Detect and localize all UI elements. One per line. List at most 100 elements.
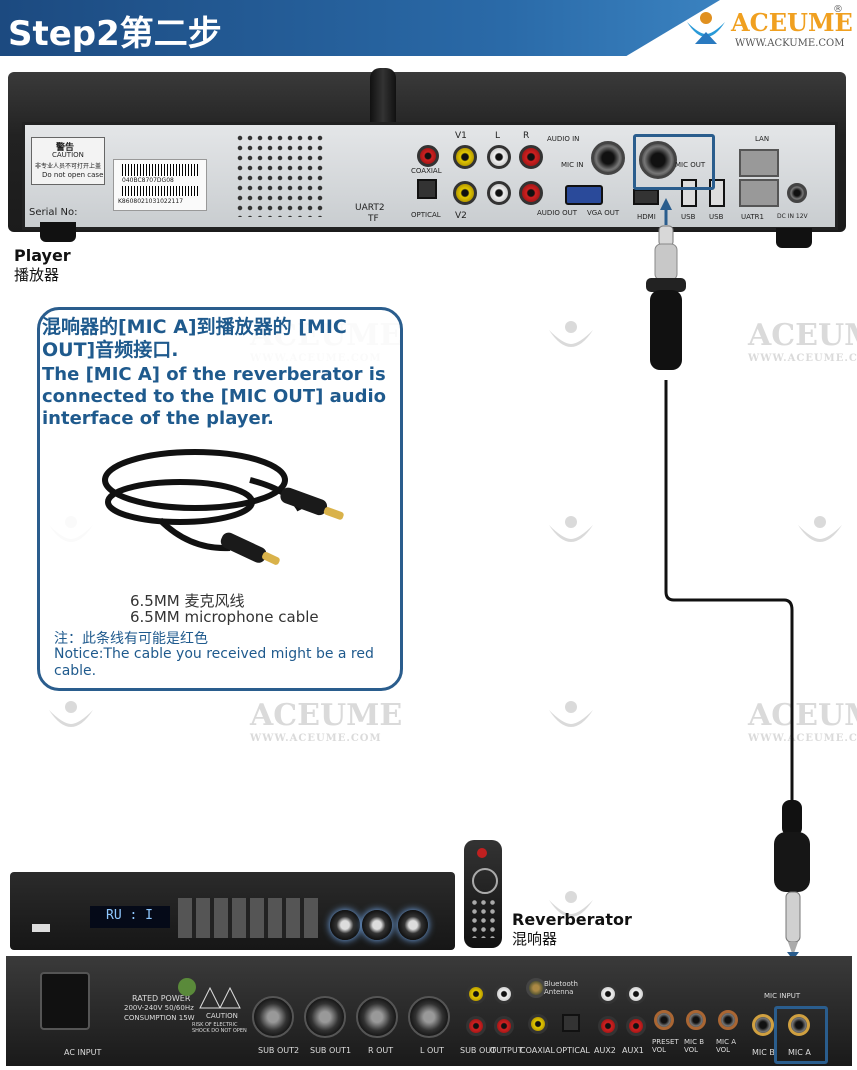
bluetooth-antenna-port	[526, 978, 546, 998]
sub-out-label: SUB OUT	[460, 1046, 497, 1055]
v1-label: V1	[455, 131, 467, 141]
barcode-1-text: 040BC8707DG08	[122, 177, 174, 184]
optical-port	[562, 1014, 580, 1032]
warning-sub-en: Do not open case	[42, 171, 104, 179]
v2-port	[453, 181, 477, 205]
volume-knob-3	[398, 910, 428, 940]
output-r-port	[494, 1016, 514, 1036]
coaxial-label: COAXIAL	[411, 167, 442, 175]
aux2-r-port	[598, 1016, 618, 1036]
mic-out-highlight	[633, 134, 715, 190]
microphone-cable-image	[102, 449, 344, 565]
mic-out-label: MIC OUT	[675, 161, 706, 169]
consumption-label: CONSUMPTION 15W	[124, 1014, 195, 1022]
usb-label-2: USB	[709, 213, 724, 221]
serial-label: Serial No:	[29, 207, 78, 218]
watermark-figure-icon	[798, 516, 842, 542]
player-label-en: Player	[14, 246, 71, 265]
aux2-label: AUX2	[594, 1046, 616, 1055]
instruction-en: The [MIC A] of the reverberator is conne…	[42, 364, 387, 429]
brand-name: ACEUME	[731, 8, 853, 37]
instruction-callout	[37, 307, 403, 691]
player-foot-right	[776, 228, 812, 248]
watermark-figure-icon	[549, 701, 593, 727]
l-label: L	[495, 131, 501, 141]
usb-label-1: USB	[681, 213, 696, 221]
uatr1-port	[739, 179, 779, 207]
hdmi-port	[633, 189, 659, 205]
voltage-label: 200V-240V 50/60Hz	[124, 1004, 194, 1012]
sub-out1-jack	[304, 996, 346, 1038]
mic-a-vol-label: MIC A VOL	[716, 1038, 737, 1054]
mic-b-vol-knob	[686, 1010, 706, 1030]
aux2-l-port	[598, 984, 618, 1004]
warning-triangle-icon	[199, 986, 241, 1009]
reverberator-front: RU : I	[10, 872, 455, 950]
rated-power-label: RATED POWER	[132, 994, 191, 1003]
watermark-figure-icon	[549, 891, 593, 917]
remote-control	[464, 840, 502, 948]
audio-in-l-port	[487, 145, 511, 169]
header-banner	[0, 0, 720, 56]
aux1-label: AUX1	[622, 1046, 644, 1055]
optical-port	[417, 179, 437, 199]
optical-label: OPTICAL	[411, 211, 441, 219]
tf-label: TF	[368, 214, 379, 224]
display-text: RU : I	[106, 908, 153, 923]
reverberator-label-en: Reverberator	[512, 910, 632, 929]
qc-sticker	[178, 978, 196, 996]
volume-knob-1	[330, 910, 360, 940]
dc-in-port	[787, 183, 807, 203]
brand-figure-icon	[687, 12, 725, 44]
remote-buttons	[470, 898, 496, 938]
hdmi-label: HDMI	[637, 213, 656, 221]
mic-b-vol-label: MIC B VOL	[684, 1038, 705, 1054]
optical-label: OPTICAL	[556, 1046, 590, 1055]
coaxial-label: COAXIAL	[520, 1046, 555, 1055]
coaxial-port	[417, 145, 439, 167]
aux1-r-port	[626, 1016, 646, 1036]
usb-slot	[32, 924, 50, 932]
brand-logo: ACEUME ® WWW.ACKUME.COM	[683, 4, 853, 52]
notice-en: Notice:The cable you received might be a…	[54, 646, 374, 679]
instruction-cn: 混响器的[MIC A]到播放器的 [MIC OUT]音频接口.	[42, 316, 347, 361]
cable-name-en: 6.5MM microphone cable	[130, 608, 319, 626]
mic-in-port	[591, 141, 625, 175]
lan-port	[739, 149, 779, 177]
mic-b-jack	[752, 1014, 774, 1036]
dc-in-label: DC IN 12V	[777, 213, 808, 220]
player-foot-left	[40, 222, 76, 242]
bluetooth-label: Bluetooth Antenna	[544, 980, 578, 996]
warning-cn: 警告	[56, 143, 75, 153]
uatr1-label: UATR1	[741, 213, 764, 221]
preset-vol-label: PRESET VOL	[652, 1038, 679, 1054]
cable-name-cn: 6.5MM 麦克风线	[130, 592, 245, 610]
reverberator-back-panel: AC INPUT RATED POWER 200V-240V 50/60Hz C…	[6, 956, 852, 1066]
mic-b-label: MIC B	[752, 1048, 775, 1057]
notice-cn: 注：此条线有可能是红色	[54, 631, 208, 647]
watermark-figure-icon	[549, 516, 593, 542]
coaxial-port	[528, 1014, 548, 1034]
audio-out-label: AUDIO OUT	[537, 209, 578, 217]
brand-registered-mark: ®	[833, 4, 843, 15]
mic-input-label: MIC INPUT	[764, 992, 801, 1000]
output-l-port	[494, 984, 514, 1004]
vga-out-label: VGA OUT	[587, 209, 620, 217]
sub-out2-jack	[252, 996, 294, 1038]
watermark-figure-icon	[49, 701, 93, 727]
barcode-1	[122, 164, 198, 176]
mic-a-highlight	[774, 1006, 828, 1064]
mic-a-jack	[788, 1014, 810, 1036]
sub-out1-label: SUB OUT1	[310, 1046, 352, 1055]
mic-a-vol-knob	[718, 1010, 738, 1030]
button-grid	[178, 898, 318, 938]
sub-out-port	[466, 984, 486, 1004]
preset-vol-knob	[654, 1010, 674, 1030]
sub-out-r-port	[466, 1016, 486, 1036]
ac-input-label: AC INPUT	[64, 1048, 102, 1057]
lan-label: LAN	[755, 135, 770, 143]
mic-out-port	[639, 141, 677, 179]
brand-url: WWW.ACKUME.COM	[735, 38, 845, 49]
barcode-2-text: K8608021031022117	[118, 198, 184, 205]
